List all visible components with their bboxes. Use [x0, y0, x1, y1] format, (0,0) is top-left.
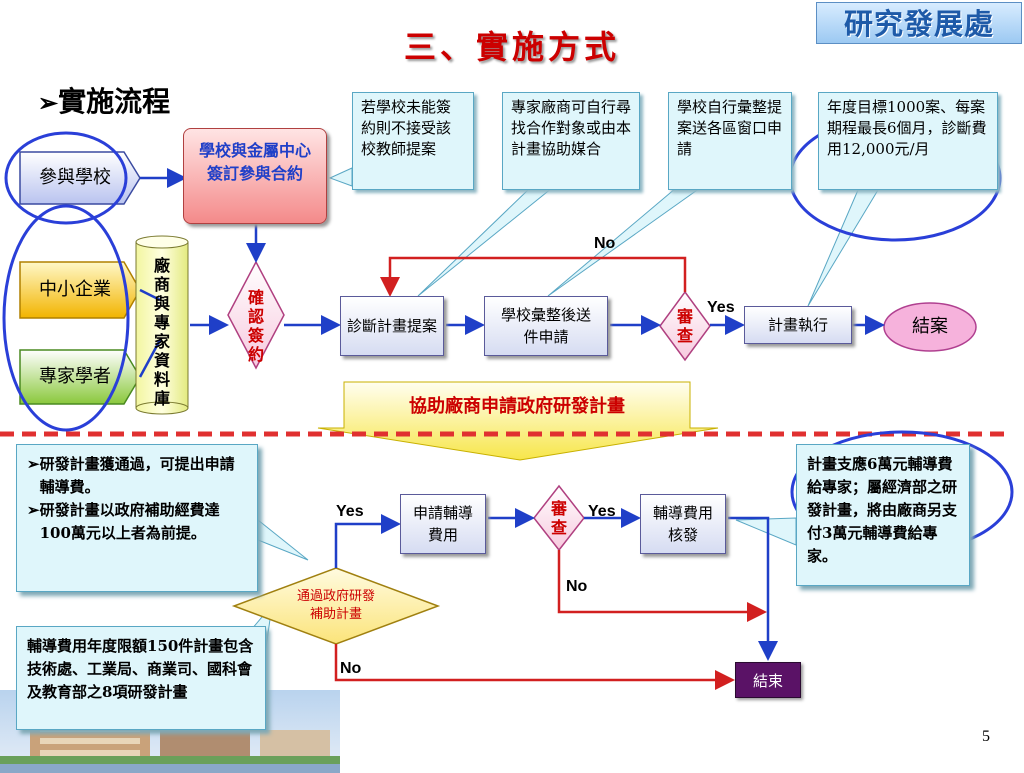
note-bullet-1: 研發計畫獲通過，可提出申請輔導費。	[39, 455, 235, 496]
expert-label: 專家學者	[39, 366, 111, 387]
no-label-top: No	[594, 235, 616, 252]
no-label-gov: No	[340, 660, 362, 677]
contract-box: 學校與金屬中心簽訂參與合約	[183, 128, 327, 224]
sme-pentagon	[19, 261, 141, 319]
note-fee-support: 計畫支應6萬元輔導費給專家；屬經濟部之研發計畫，將由廠商另支付3萬元輔導費給專家…	[796, 444, 970, 586]
banner-label: 協助廠商申請政府研發計畫	[409, 396, 625, 417]
diagnose-box: 診斷計畫提案	[340, 296, 444, 356]
subtitle-text: 實施流程	[58, 85, 171, 118]
sme-label: 中小企業	[39, 279, 111, 300]
compile-box: 學校彙整後送件申請	[484, 296, 608, 356]
close-label: 結案	[912, 316, 948, 337]
apply-fee-box: 申請輔導費用	[400, 494, 486, 554]
no-label-review2: No	[566, 578, 588, 595]
bullet-arrow-icon: ➢	[27, 455, 40, 473]
gov-pass-label: 通過政府研發補助計畫	[296, 589, 375, 622]
database-label: 廠商與專家資料庫	[153, 256, 170, 408]
school-pentagon	[19, 151, 141, 205]
bullet-arrow-icon: ➢	[27, 501, 40, 519]
approve-fee-box: 輔導費用核發	[640, 494, 726, 554]
school-label: 參與學校	[39, 167, 111, 188]
note-school-contract: 若學校未能簽約則不接受該校教師提案	[352, 92, 474, 190]
note-annual-target: 年度目標1000案、每案期程最長6個月，診斷費用12,000元/月	[818, 92, 998, 190]
department-logo: 研究發展處	[816, 2, 1022, 44]
review1-diamond	[659, 290, 711, 362]
confirm-diamond	[227, 260, 285, 370]
review2-label: 審查	[550, 499, 567, 537]
section-subtitle: ➢實施流程	[38, 80, 170, 120]
note-school-compile: 學校自行彙整提案送各區窗口申請	[668, 92, 792, 190]
note-expert-matching: 專家廠商可自行尋找合作對象或由本計畫協助媒合	[502, 92, 640, 190]
yes-label-review2: Yes	[588, 503, 616, 520]
yes-label-gov: Yes	[336, 503, 364, 520]
note-annual-limit: 輔導費用年度限額150件計畫包含技術處、工業局、商業司、國科會及教育部之8項研發…	[16, 626, 266, 730]
yes-label-top: Yes	[707, 299, 735, 316]
note-bullet-2: 研發計畫以政府補助經費達100萬元以上者為前提。	[39, 501, 220, 542]
page-number: 5	[982, 728, 990, 745]
end-box: 結束	[735, 662, 801, 698]
bullet-arrow-icon: ➢	[38, 88, 59, 117]
confirm-label: 確認簽約	[247, 288, 264, 364]
note-gov-plan-conditions: ➢研發計畫獲通過，可提出申請輔導費。 ➢研發計畫以政府補助經費達100萬元以上者…	[16, 444, 258, 592]
execute-box: 計畫執行	[744, 306, 852, 344]
slide-title: 三、實施方式	[403, 28, 620, 66]
review1-label: 審查	[676, 307, 693, 345]
